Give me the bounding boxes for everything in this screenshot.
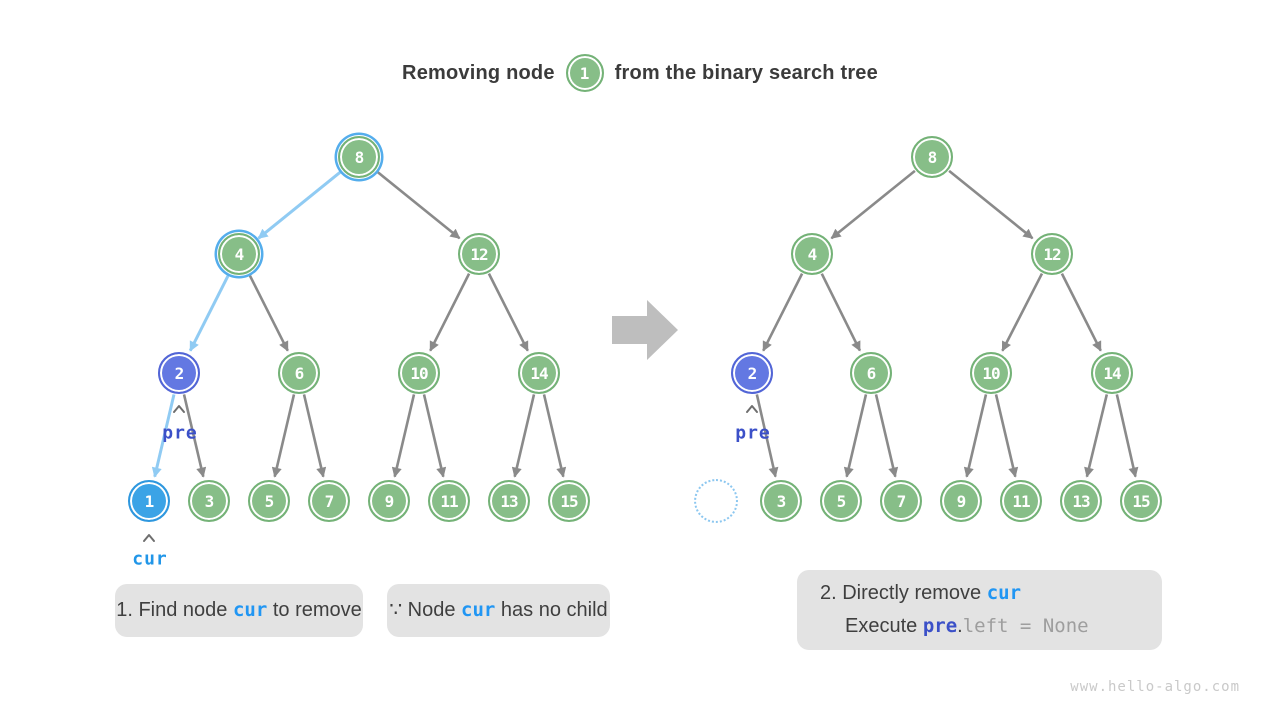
tree-left-node-10: 10 bbox=[398, 352, 440, 394]
tree-right-node-6: 6 bbox=[850, 352, 892, 394]
title-text-prefix: Removing node bbox=[402, 61, 555, 84]
caption-box-1: 1. Find node cur to remove bbox=[115, 584, 363, 637]
caret-up-icon bbox=[173, 405, 185, 413]
tree-right-removed-node-placeholder bbox=[694, 479, 738, 523]
tree-edge-left-4-2 bbox=[188, 272, 231, 352]
tree-right-node-8: 8 bbox=[911, 136, 953, 178]
tree-edge-right-12-14 bbox=[1060, 273, 1102, 352]
tree-left-node-6: 6 bbox=[278, 352, 320, 394]
tree-right-node-13: 13 bbox=[1060, 480, 1102, 522]
tree-edge-right-6-7 bbox=[874, 394, 899, 478]
caption-segment: has no child bbox=[495, 599, 608, 621]
tree-left-node-3: 3 bbox=[188, 480, 230, 522]
tree-edge-right-4-6 bbox=[820, 273, 862, 352]
tree-left-node-7: 7 bbox=[308, 480, 350, 522]
tree-edge-right-6-5 bbox=[843, 394, 868, 478]
pre-pointer-label: pre bbox=[162, 422, 198, 444]
tree-left-node-15: 15 bbox=[548, 480, 590, 522]
title-text-suffix: from the binary search tree bbox=[614, 61, 878, 84]
tree-edge-right-14-15 bbox=[1115, 394, 1139, 478]
caption-segment-code: left bbox=[962, 615, 1009, 637]
diagram-title: Removing node 1 from the binary search t… bbox=[0, 52, 1280, 94]
caret-up-icon bbox=[746, 405, 758, 413]
tree-edge-left-14-13 bbox=[511, 394, 536, 478]
tree-edge-left-10-11 bbox=[422, 394, 447, 478]
pre-pointer-label: pre bbox=[735, 422, 771, 444]
tree-left-node-5: 5 bbox=[248, 480, 290, 522]
tree-left-node-14: 14 bbox=[518, 352, 560, 394]
tree-right-node-5: 5 bbox=[820, 480, 862, 522]
tree-right-node-11: 11 bbox=[1000, 480, 1042, 522]
tree-edge-left-6-5 bbox=[271, 394, 296, 478]
caption-segment-code: None bbox=[1042, 615, 1089, 637]
caption-segment-code: = bbox=[1008, 615, 1043, 637]
tree-edge-left-14-15 bbox=[542, 394, 567, 478]
tree-edge-right-12-10 bbox=[1001, 272, 1044, 352]
tree-edge-left-2-3 bbox=[182, 394, 207, 478]
tree-edge-left-12-10 bbox=[429, 273, 471, 352]
tree-left-node-1: 1 bbox=[128, 480, 170, 522]
tree-edge-right-2-3 bbox=[755, 394, 779, 478]
caption-segment-cur: cur bbox=[986, 582, 1022, 604]
tree-edge-right-8-4 bbox=[830, 169, 916, 240]
tree-edge-left-8-12 bbox=[375, 169, 461, 240]
tree-right-node-3: 3 bbox=[760, 480, 802, 522]
cur-pointer-label: cur bbox=[132, 548, 168, 570]
tree-edge-left-8-4 bbox=[257, 169, 343, 240]
caption-segment-pre: pre bbox=[922, 615, 958, 637]
tree-left-node-9: 9 bbox=[368, 480, 410, 522]
tree-left-node-12: 12 bbox=[458, 233, 500, 275]
caption-segment: to remove bbox=[267, 599, 362, 621]
tree-left-node-8: 8 bbox=[338, 136, 380, 178]
tree-right-node-7: 7 bbox=[880, 480, 922, 522]
tree-right-node-4: 4 bbox=[791, 233, 833, 275]
tree-edge-right-4-2 bbox=[762, 273, 804, 352]
transition-arrow-icon bbox=[612, 300, 678, 360]
tree-right-node-14: 14 bbox=[1091, 352, 1133, 394]
tree-edge-left-12-14 bbox=[487, 273, 529, 352]
tree-edge-left-2-1 bbox=[151, 394, 176, 478]
caption-segment-cur: cur bbox=[461, 599, 496, 621]
tree-edge-left-4-6 bbox=[247, 273, 289, 352]
tree-right-node-10: 10 bbox=[970, 352, 1012, 394]
caption-segment: Execute bbox=[845, 615, 923, 637]
tree-left-node-11: 11 bbox=[428, 480, 470, 522]
tree-left-node-4: 4 bbox=[218, 233, 260, 275]
caption-box-2: ∵ Node cur has no child bbox=[387, 584, 610, 637]
tree-left-node-13: 13 bbox=[488, 480, 530, 522]
tree-edge-left-6-7 bbox=[302, 394, 327, 478]
tree-left-node-2: 2 bbox=[158, 352, 200, 394]
caret-up-icon bbox=[143, 534, 155, 542]
tree-right-node-2: 2 bbox=[731, 352, 773, 394]
caption-segment: 1. Find node bbox=[116, 599, 233, 621]
caption-segment-cur: cur bbox=[232, 599, 268, 621]
tree-edge-right-10-11 bbox=[994, 394, 1019, 478]
tree-edge-right-10-9 bbox=[963, 394, 988, 478]
caption-segment: . bbox=[957, 615, 963, 637]
caption-segment: 2. Directly remove bbox=[820, 582, 987, 604]
title-node-value: 1 bbox=[579, 63, 590, 83]
tree-right-node-9: 9 bbox=[940, 480, 982, 522]
tree-edge-left-10-9 bbox=[391, 394, 416, 478]
tree-edge-right-14-13 bbox=[1084, 394, 1109, 478]
tree-right-node-15: 15 bbox=[1120, 480, 1162, 522]
title-node-icon: 1 bbox=[565, 54, 604, 92]
caption-segment: ∵ Node bbox=[389, 599, 462, 621]
watermark: www.hello-algo.com bbox=[1070, 679, 1240, 695]
tree-right-node-12: 12 bbox=[1031, 233, 1073, 275]
tree-edge-right-8-12 bbox=[948, 169, 1034, 240]
